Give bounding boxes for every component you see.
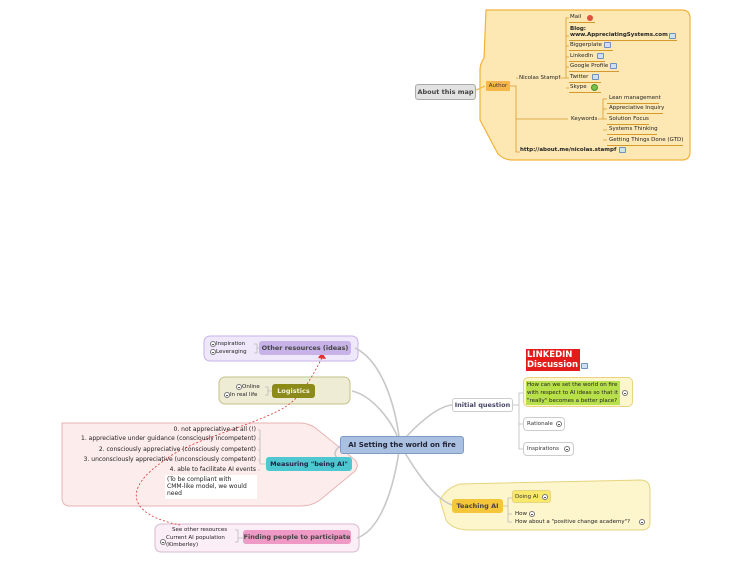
measuring-note: (To be compliant with CMM-like model, we… [165, 475, 257, 499]
note-line: (To be compliant with [167, 476, 232, 483]
other-resources-node[interactable]: Other resources (ideas) [259, 341, 351, 355]
google-profile-link[interactable]: Google Profile [570, 63, 609, 69]
note-line: need [167, 490, 182, 497]
about-url-link[interactable]: http://about.me/nicolas.stampf [520, 147, 617, 153]
other-resources-item[interactable]: Leveraging [216, 349, 247, 355]
author-node[interactable]: Author [486, 81, 510, 91]
keywords-label[interactable]: Keywords [571, 116, 598, 122]
keyword-item[interactable]: Lean management [609, 95, 661, 101]
twitter-link-icon[interactable] [592, 74, 599, 80]
finding-people-item[interactable]: Current AI population [166, 535, 225, 541]
keyword-item[interactable]: Systems Thinking [609, 126, 658, 132]
question-line: How can we set the world on fire [527, 382, 618, 388]
measuring-level[interactable]: 3. unconsciously appreciative (unconscio… [83, 456, 256, 463]
teaching-panel [439, 479, 651, 531]
expand-icon[interactable] [564, 446, 570, 452]
expand-icon[interactable] [210, 349, 216, 355]
linkedin-line: LINKEDIN [527, 350, 573, 360]
linkedin-link-icon[interactable] [597, 53, 604, 59]
linkedin-line: Discussion [527, 360, 579, 370]
biggerplate-link-icon[interactable] [604, 42, 611, 48]
rationale-node[interactable]: Rationale [523, 417, 565, 431]
blog-label: Blog: [570, 26, 586, 32]
measuring-panel [61, 422, 358, 507]
twitter-link[interactable]: Twitter [570, 74, 589, 80]
mail-icon[interactable] [587, 15, 593, 21]
biggerplate-link[interactable]: Biggerplate [570, 42, 602, 48]
blog-url[interactable]: www.AppreciatingSystems.com [570, 32, 668, 38]
linkedin-discussion-badge[interactable]: LINKEDIN Discussion [526, 349, 580, 371]
linkedin-link-icon[interactable] [581, 363, 588, 369]
inspirations-node[interactable]: Inspirations [523, 442, 574, 456]
blog-link-icon[interactable] [669, 33, 676, 39]
measuring-level[interactable]: 0. not appreciative at all (!) [173, 426, 256, 433]
logistics-item[interactable]: Online [242, 384, 260, 390]
teaching-academy[interactable]: How about a "positive change academy"? [515, 519, 631, 525]
skype-link[interactable]: Skype [570, 84, 587, 90]
keyword-item[interactable]: Getting Things Done (GTD) [609, 137, 684, 143]
expand-icon[interactable] [556, 421, 562, 427]
skype-icon[interactable] [591, 84, 598, 91]
measuring-level[interactable]: 1. appreciative under guidance (consciou… [81, 435, 256, 442]
about-url-link-icon[interactable] [619, 147, 626, 153]
keyword-item[interactable]: Solution Focus [609, 116, 649, 122]
expand-icon[interactable] [160, 539, 166, 545]
mail-link[interactable]: Mail [570, 14, 582, 20]
question-line: "really" becomes a better place? [527, 398, 618, 404]
doing-ai-label: Doing AI [515, 493, 539, 500]
author-name[interactable]: Nicolas Stampf [519, 75, 561, 81]
logistics-node[interactable]: Logistics [272, 384, 315, 398]
linkedin-link[interactable]: LinkedIn [570, 53, 594, 59]
about-map-panel [479, 9, 691, 161]
teaching-node[interactable]: Teaching AI [452, 499, 503, 513]
note-line: CMM-like model, we would [167, 483, 247, 490]
other-resources-item[interactable]: Inspiration [216, 341, 246, 347]
question-bubble[interactable]: How can we set the world on fire with re… [523, 377, 633, 407]
finding-people-node[interactable]: Finding people to participate [243, 530, 351, 544]
expand-icon[interactable] [224, 392, 230, 398]
measuring-level[interactable]: 4. able to facilitate AI events [169, 466, 256, 473]
about-map-node[interactable]: About this map [415, 84, 476, 100]
doing-ai-node[interactable]: Doing AI [512, 490, 551, 503]
inspirations-label: Inspirations [527, 446, 560, 452]
expand-icon[interactable] [210, 341, 216, 347]
expand-icon[interactable] [622, 390, 628, 396]
expand-icon[interactable] [542, 494, 548, 500]
teaching-how[interactable]: How [515, 511, 527, 517]
expand-icon[interactable] [639, 519, 645, 525]
rationale-label: Rationale [527, 421, 553, 427]
relationship-dashed [135, 357, 323, 526]
central-topic[interactable]: AI Setting the world on fire [340, 436, 464, 454]
keyword-item[interactable]: Appreciative Inquiry [609, 105, 665, 111]
logistics-item[interactable]: In real life [230, 392, 258, 398]
initial-question-node[interactable]: Initial question [452, 398, 513, 412]
question-line: with respect to AI ideas so that it [527, 390, 618, 396]
finding-people-item[interactable]: (Kimberley) [166, 542, 199, 548]
expand-icon[interactable] [236, 384, 242, 390]
expand-icon[interactable] [529, 511, 535, 517]
measuring-node[interactable]: Measuring "being AI" [266, 457, 352, 471]
google-profile-link-icon[interactable] [610, 63, 617, 69]
finding-people-item[interactable]: See other resources [172, 527, 228, 533]
measuring-level[interactable]: 2. consciously appreciative (consciously… [98, 446, 256, 453]
